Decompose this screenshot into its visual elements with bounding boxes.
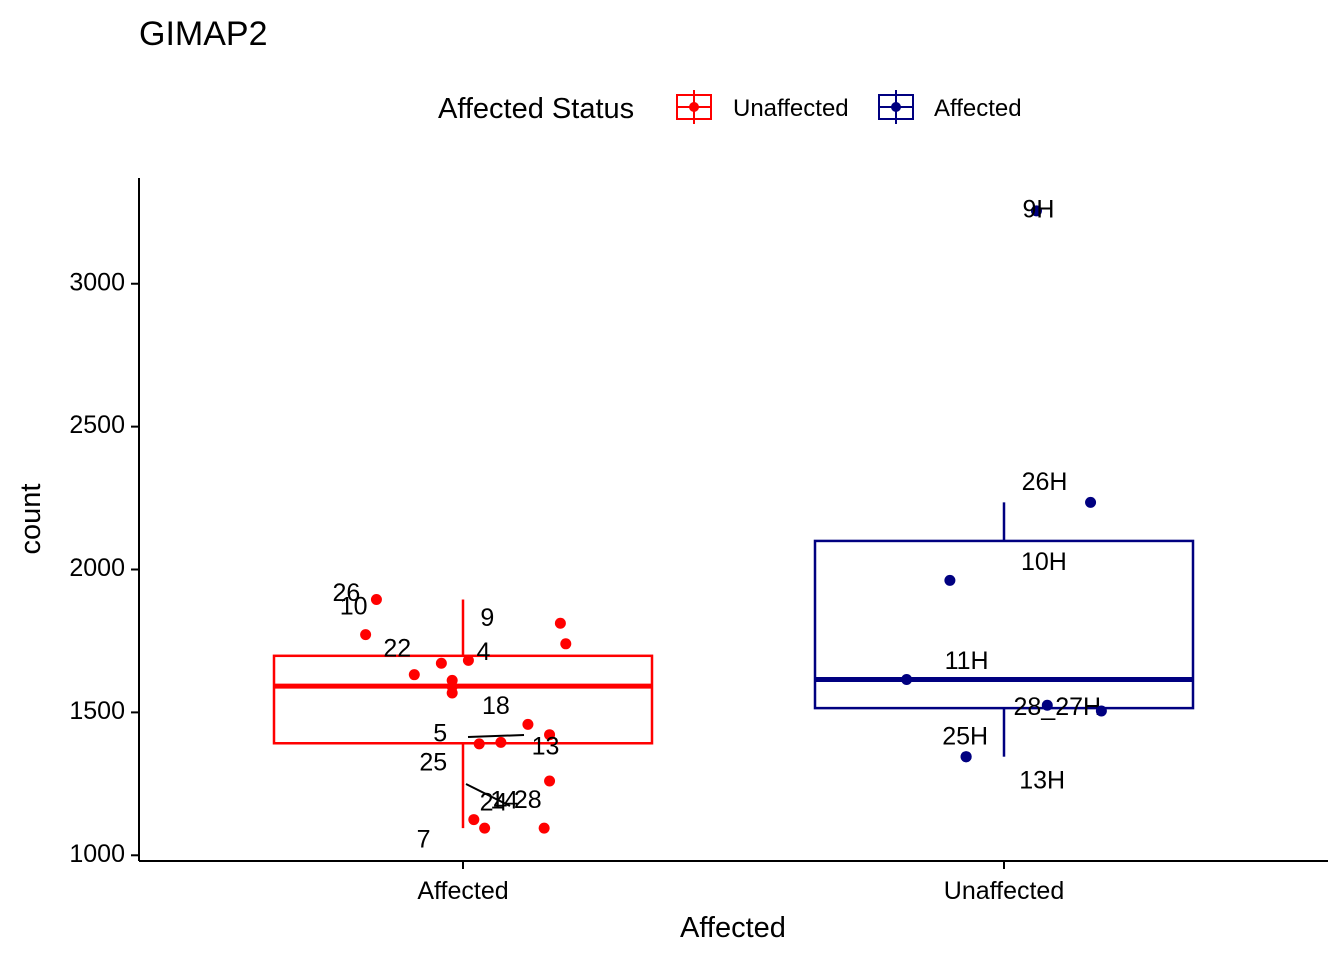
- point-label: 5: [433, 720, 447, 748]
- y-tick-label: 3000: [69, 268, 125, 296]
- data-point: [1041, 699, 1053, 711]
- point-label: 25: [419, 748, 447, 776]
- legend-label-affected: Affected: [934, 95, 1022, 122]
- data-point: [435, 657, 447, 669]
- point-label: 14: [490, 787, 518, 815]
- x-axis-ticks: Affected Unaffected: [417, 861, 1064, 905]
- data-point: [446, 687, 458, 699]
- y-axis-ticks: 1000 1500 2000 2500 3000: [69, 268, 139, 868]
- data-point: [538, 822, 550, 834]
- point-label: 11H: [945, 647, 989, 675]
- legend-key-affected: [878, 90, 914, 124]
- y-tick-label: 2000: [69, 554, 125, 582]
- point-label: 4: [476, 638, 490, 666]
- data-point: [522, 718, 534, 730]
- data-point: [554, 617, 566, 629]
- point-label: 25H: [942, 722, 988, 750]
- point-label: 28: [514, 786, 542, 814]
- point-label: 26H: [1022, 468, 1068, 496]
- point-label: 13: [532, 732, 560, 760]
- point-label: 18: [482, 692, 510, 720]
- y-tick-label: 1500: [69, 697, 125, 725]
- box-unaffected: [813, 502, 1195, 757]
- point-label: 26: [333, 579, 361, 607]
- point-label: 10: [340, 592, 368, 620]
- data-point: [1030, 205, 1042, 217]
- chart-title: GIMAP2: [139, 15, 267, 53]
- point-label: 13H: [1019, 766, 1065, 794]
- label-connector: [465, 783, 511, 807]
- data-point: [960, 751, 972, 763]
- data-point: [944, 574, 956, 586]
- box-iqr: [813, 539, 1195, 710]
- x-axis-title: Affected: [680, 912, 786, 944]
- data-point: [1095, 705, 1107, 717]
- data-point: [370, 594, 382, 606]
- data-point: [462, 654, 474, 666]
- data-point: [560, 638, 572, 650]
- point-label: 22: [383, 634, 411, 662]
- legend-key-unaffected: [676, 90, 712, 124]
- point-label: 10H: [1021, 548, 1067, 576]
- data-point: [495, 736, 507, 748]
- data-point: [360, 629, 372, 641]
- legend-key-point: [891, 102, 901, 112]
- series-unaffected: 9H 26H 10H 11H 28_27H 25H 13H: [901, 195, 1107, 794]
- box-iqr: [272, 654, 654, 745]
- point-label: 28_27H: [1013, 693, 1101, 721]
- data-point: [901, 674, 913, 686]
- data-point: [408, 669, 420, 681]
- legend-title: Affected Status: [438, 93, 634, 125]
- data-point: [544, 775, 556, 787]
- data-point: [473, 738, 485, 750]
- legend-key-point: [689, 102, 699, 112]
- x-tick-label: Unaffected: [944, 877, 1064, 905]
- legend: Affected Status Unaffected Affected: [438, 90, 1022, 125]
- point-label: 9: [480, 604, 494, 632]
- point-label: 9H: [1022, 195, 1054, 223]
- legend-label-unaffected: Unaffected: [733, 95, 849, 122]
- box-affected: [272, 599, 654, 829]
- data-point: [544, 729, 556, 741]
- data-point: [479, 822, 491, 834]
- point-label: 7: [417, 826, 431, 854]
- label-connector: [467, 734, 525, 738]
- y-tick-label: 1000: [69, 840, 125, 868]
- y-axis-title: count: [15, 484, 47, 555]
- data-point: [468, 814, 480, 826]
- data-point: [1085, 496, 1097, 508]
- x-tick-label: Affected: [417, 877, 508, 905]
- y-tick-label: 2500: [69, 411, 125, 439]
